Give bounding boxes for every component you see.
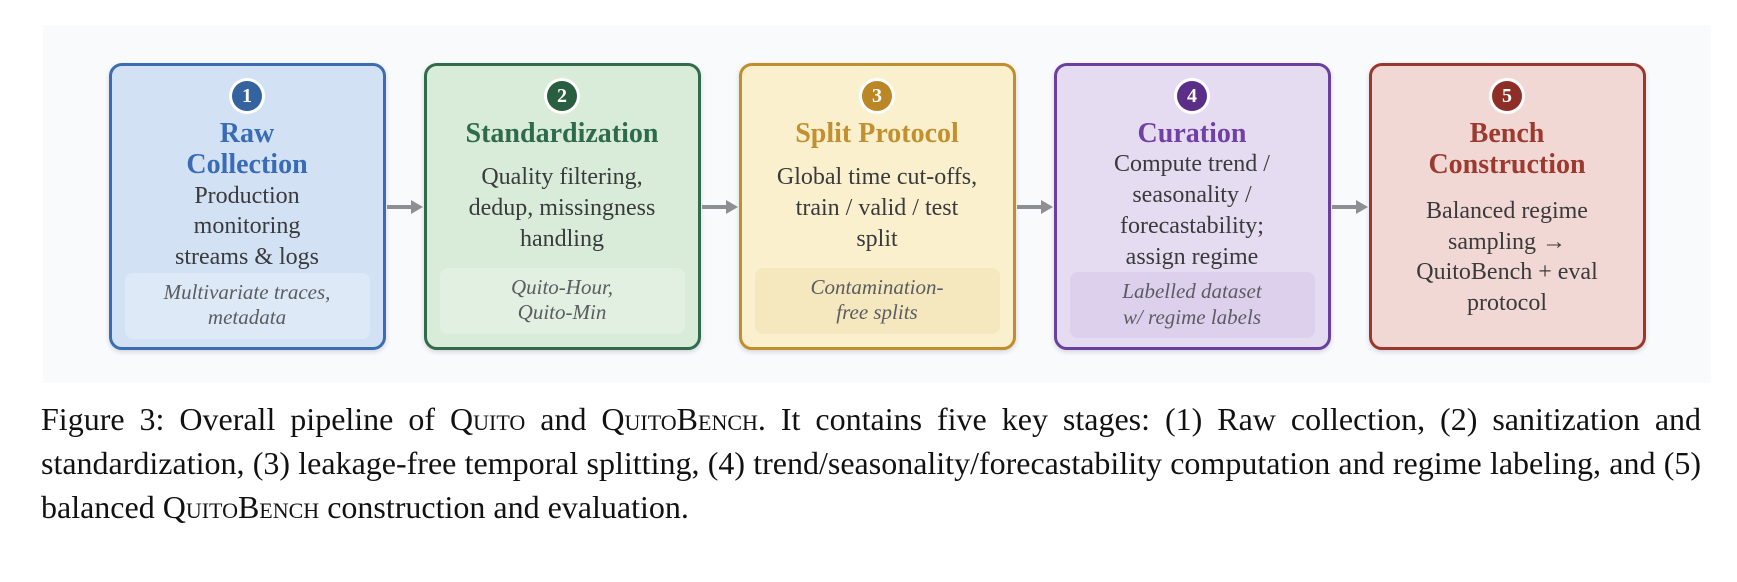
stage-output-chip: Quito-Hour, Quito-Min — [439, 267, 685, 334]
stage-bench-construction: 5 Bench Construction Balanced regime sam… — [1368, 63, 1646, 350]
flow-arrow-icon — [1016, 198, 1054, 216]
stage-description: Global time cut-offs, train / valid / te… — [776, 164, 978, 252]
flow-arrow-icon — [701, 198, 739, 216]
stage-title: Standardization — [465, 118, 659, 149]
flow-arrow-icon — [1331, 198, 1369, 216]
stage-number-badge: 3 — [862, 81, 892, 111]
stage-number-badge: 4 — [1177, 81, 1207, 111]
stage-number: 4 — [1187, 84, 1197, 107]
caption-text: construction and evaluation. — [319, 489, 689, 526]
stage-title: Bench Construction — [1428, 118, 1586, 181]
caption-smallcaps-text: Quito — [450, 401, 526, 437]
stage-raw-collection: 1 Raw Collection Production monitoring s… — [108, 63, 386, 350]
stage-number-badge: 2 — [547, 81, 577, 111]
stage-description: Production monitoring streams & logs — [175, 182, 319, 271]
stage-output-chip: Contamination- free splits — [754, 267, 1000, 334]
stage-split-protocol: 3 Split Protocol Global time cut-offs, t… — [738, 63, 1016, 350]
stage-title: Split Protocol — [795, 118, 959, 149]
stage-curation: 4 Curation Compute trend / seasonality /… — [1053, 63, 1331, 350]
caption-smallcaps-text: QuitoBench — [601, 401, 758, 437]
stage-output-chip: Labelled dataset w/ regime labels — [1069, 272, 1315, 339]
stage-number: 3 — [872, 84, 882, 107]
stage-number-badge: 1 — [232, 81, 262, 111]
caption-smallcaps-text: QuitoBench — [162, 489, 320, 526]
figure-caption: Figure 3: Overall pipeline of Quito and … — [41, 397, 1701, 529]
stage-title: Raw Collection — [186, 118, 308, 181]
stage-number-badge: 5 — [1492, 81, 1522, 111]
stage-output-chip: Multivariate traces, metadata — [124, 272, 370, 340]
caption-text: Figure 3: Overall pipeline of — [41, 401, 450, 437]
stage-description: Balanced regime sampling → QuitoBench + … — [1416, 197, 1598, 317]
stage-description: Compute trend / seasonality / forecastab… — [1114, 151, 1270, 270]
stage-number: 1 — [242, 84, 252, 107]
flow-arrow-icon — [386, 198, 424, 216]
stage-number: 2 — [557, 84, 567, 107]
caption-text: and — [525, 401, 602, 437]
caption-text: . It contains five key stages: (1) Raw c… — [41, 401, 1702, 526]
pipeline-figure-panel: 1 Raw Collection Production monitoring s… — [43, 25, 1711, 383]
pipeline-row: 1 Raw Collection Production monitoring s… — [108, 63, 1646, 350]
stage-standardization: 2 Standardization Quality filtering, ded… — [423, 63, 701, 350]
stage-number: 5 — [1502, 84, 1512, 107]
stage-title: Curation — [1137, 118, 1247, 149]
stage-description: Quality filtering, dedup, missingness ha… — [468, 164, 656, 252]
